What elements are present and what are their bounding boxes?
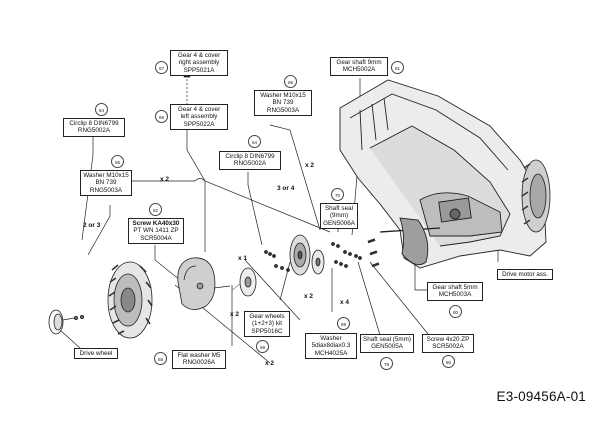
qty-label: x 2 bbox=[305, 162, 315, 169]
ref-badge: 67 bbox=[155, 61, 168, 74]
chassis-wheel-illustration bbox=[521, 159, 551, 233]
drawing-code: E3-09456A-01 bbox=[496, 389, 586, 404]
leader-shaft-seal-5 bbox=[357, 261, 381, 336]
ref-badge: 65 bbox=[111, 155, 124, 168]
qty-label: x 2 bbox=[265, 360, 275, 367]
qty-label: x 1 bbox=[238, 255, 248, 262]
wheel-cap-illustration bbox=[48, 309, 85, 335]
leader-left-cover bbox=[186, 129, 206, 252]
leader-gear-shaft-5 bbox=[414, 260, 428, 291]
leader-screw-4x20 bbox=[369, 261, 429, 335]
ref-badge: 80 bbox=[449, 305, 462, 318]
ref-badge: 62 bbox=[149, 203, 162, 216]
fasteners-illustration bbox=[231, 238, 380, 291]
label-shaft-seal-9: Shaft seal(9mm)GEN5006A bbox=[320, 203, 358, 230]
chassis-housing-illustration bbox=[339, 79, 547, 269]
ref-badge: 70 bbox=[331, 188, 344, 201]
leader-washer-top bbox=[269, 124, 321, 231]
gear-cover-illustration bbox=[177, 257, 231, 310]
drive-wheel-illustration bbox=[107, 261, 153, 339]
qty-label: x 2 bbox=[160, 176, 170, 183]
gear-wheels-illustration bbox=[239, 234, 325, 297]
ref-badge: 68 bbox=[256, 340, 269, 353]
leader-mid bbox=[244, 259, 301, 321]
ref-badge: 58 bbox=[154, 352, 167, 365]
ref-badge: 81 bbox=[391, 61, 404, 74]
leader-screw bbox=[154, 245, 181, 281]
label-drive-motor: Drive motor ass. bbox=[497, 269, 553, 281]
label-shaft-seal-5: Shaft seal (5mm)GEN5005A bbox=[360, 334, 414, 353]
ref-badge: 78 bbox=[380, 357, 393, 370]
ref-badge: 64 bbox=[95, 103, 108, 116]
qty-label: x 2 bbox=[230, 311, 240, 318]
qty-label: x 2 bbox=[304, 293, 314, 300]
leader-washer-left bbox=[87, 205, 111, 256]
ref-badge: 66 bbox=[155, 110, 168, 123]
leader-circlip-center bbox=[247, 172, 263, 246]
ref-badge: 64 bbox=[248, 135, 261, 148]
ref-badge: 55 bbox=[442, 355, 455, 368]
qty-label: 2 or 3 bbox=[83, 222, 101, 229]
label-drive-wheel: Drive wheel bbox=[74, 348, 118, 360]
leader-washer-left-long bbox=[132, 178, 331, 233]
ref-badge: 65 bbox=[284, 75, 297, 88]
leader-drive-wheel bbox=[59, 329, 81, 349]
qty-label: 3 or 4 bbox=[277, 185, 295, 192]
qty-label: x 4 bbox=[340, 299, 350, 306]
ref-badge: 69 bbox=[337, 317, 350, 330]
leader-circlip-left bbox=[81, 135, 94, 241]
